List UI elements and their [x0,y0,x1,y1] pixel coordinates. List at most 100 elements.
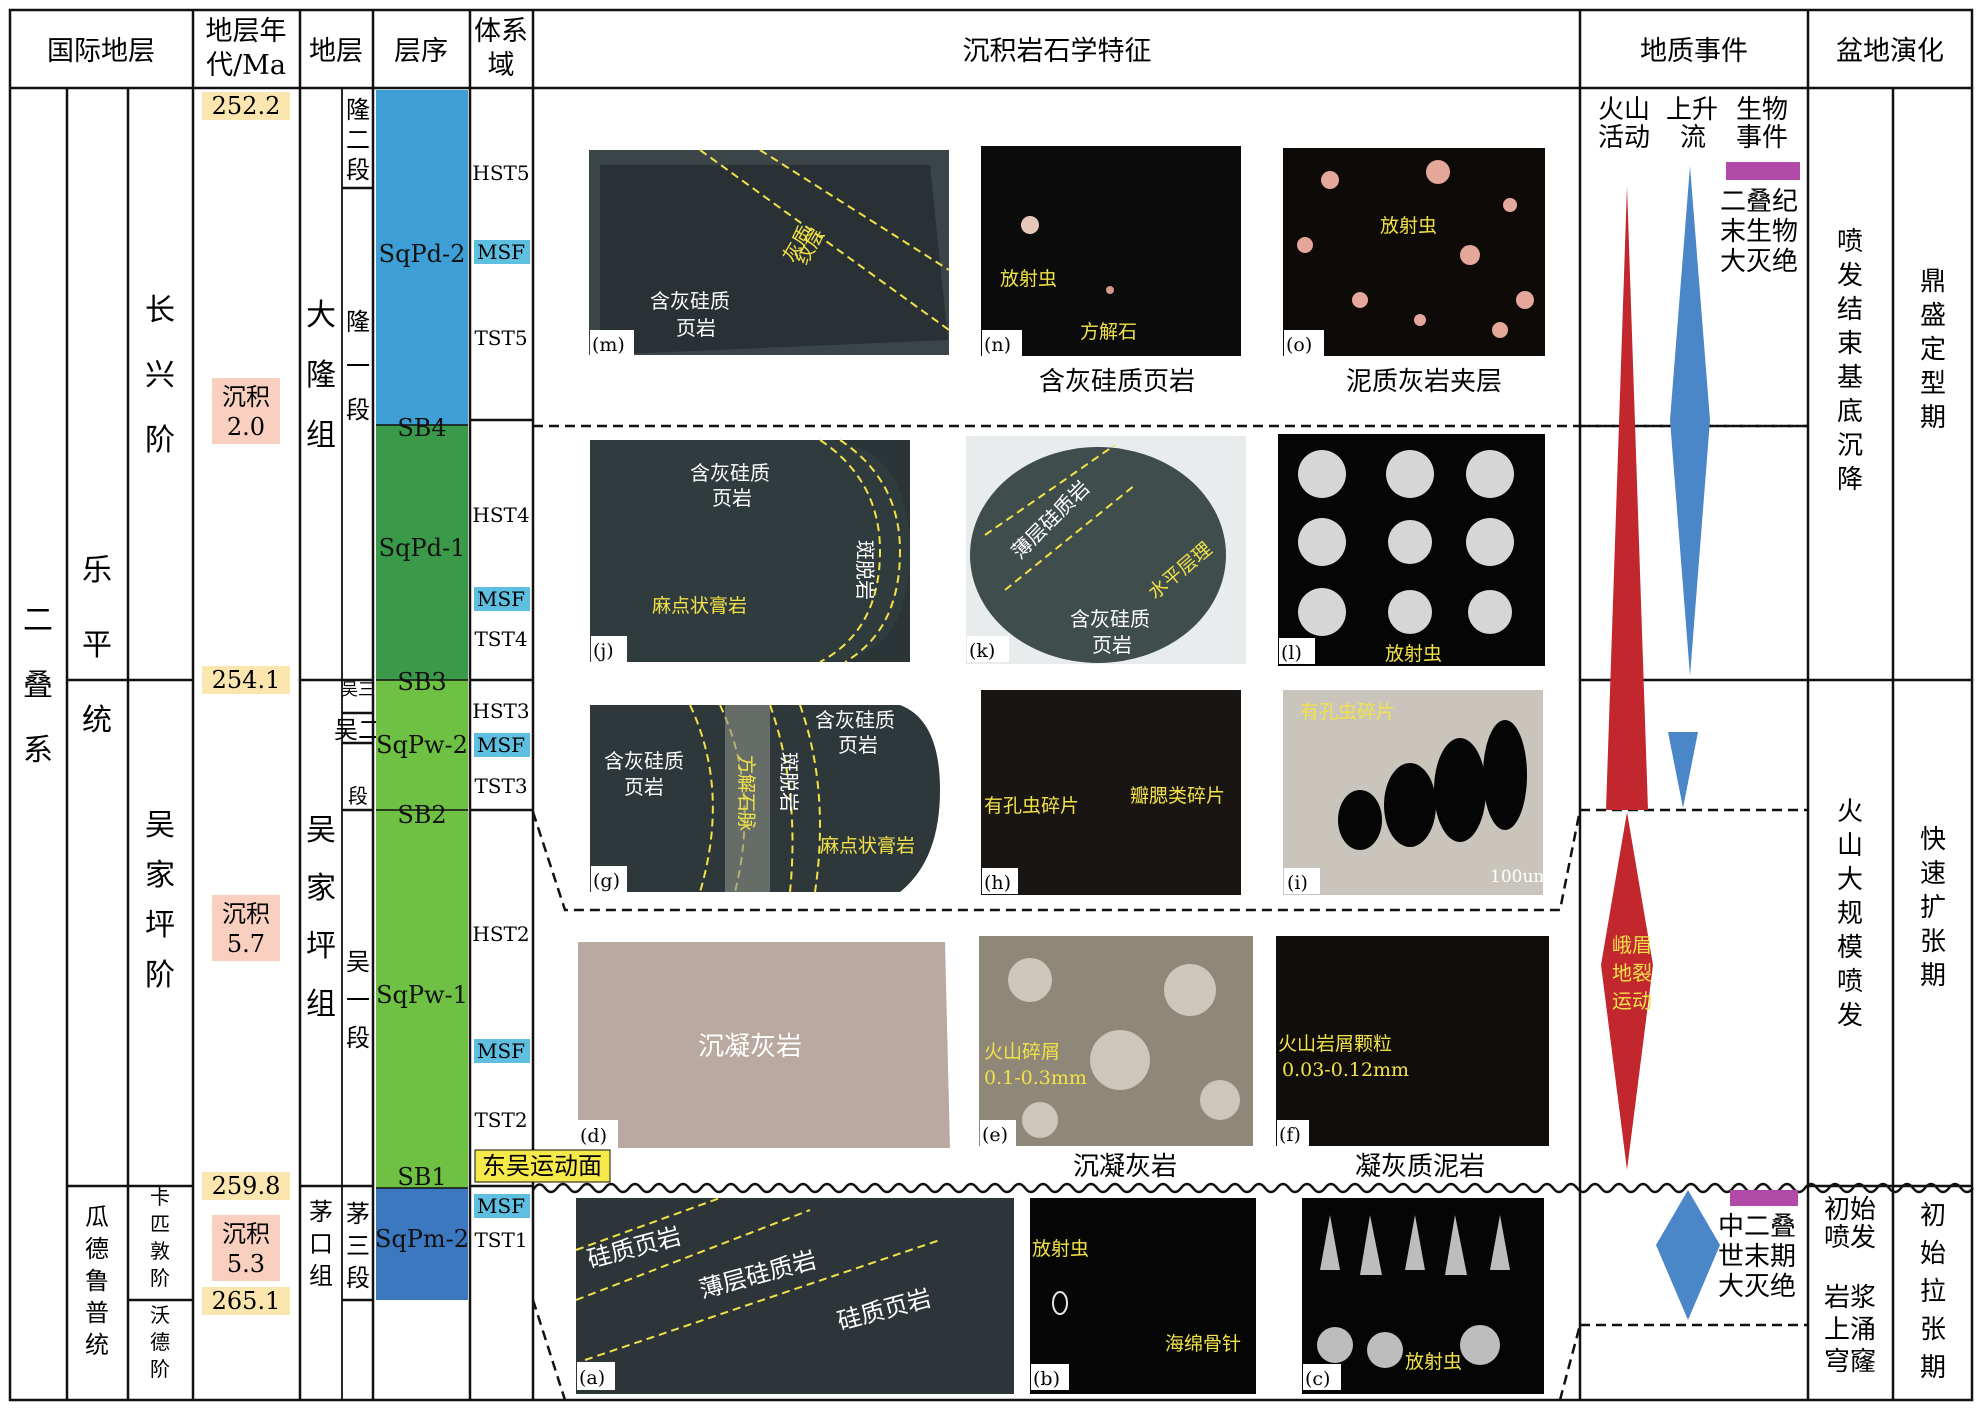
photo-l-t1: 放射虫 [1385,643,1442,665]
photo-o-id: (o) [1286,334,1312,356]
basin-stage1: 鼎盛定型期 [1920,267,1946,433]
photo-j-t4: 麻点状膏岩 [652,594,747,617]
photo-g-t5: 含灰硅质 [815,708,895,732]
tract-hst4: HST4 [472,503,529,527]
header-tract-1: 体系 [474,16,528,47]
seq-block-pw1 [376,810,468,1188]
age-252: 252.2 [212,92,281,120]
basin-stage3: 初始拉张期 [1920,1201,1946,1383]
tract-tst5: TST5 [474,326,527,350]
system-label: 二叠系 [23,603,53,768]
photo-e-id: (e) [982,1124,1008,1146]
header-basin: 盆地演化 [1836,36,1944,67]
dur1-label: 沉积 [222,383,270,411]
basin-volc2: 火山大规模喷发 [1837,797,1863,1031]
upwelling-diamond [1670,166,1710,676]
photo-h-t1: 有孔虫碎片 [984,795,1079,817]
basin-stage2: 快速扩张期 [1920,825,1946,991]
photo-m-t3: 含灰硅质 [650,289,730,313]
photo-b-id: (b) [1033,1368,1060,1390]
photo-i: 有孔虫碎片 100um (i) [1283,690,1550,895]
seq-block-pd2 [376,90,468,425]
photo-g-t3: 方解石脉 [735,755,757,831]
volcano-wedge-upper [1606,186,1648,810]
basin-volc3b-3: 穹窿 [1824,1347,1876,1377]
photo-e-t1: 火山碎屑 [984,1041,1060,1063]
formation-maokou: 茅口组 [309,1198,333,1290]
events-column: 火山 活动 上升 流 生物 事件 二叠纪 末生物 大灭绝 峨眉 地裂 运动 中二… [1598,95,1800,1320]
seq-sb4: SB4 [397,414,446,442]
member-long1: 隆一段 [346,308,370,424]
basin-volc3b-2: 上涌 [1824,1315,1876,1345]
member-wu3: 吴三 [341,680,375,700]
upwelling-diamond-lower [1656,1190,1720,1320]
dur3-value: 5.3 [227,1250,265,1278]
stage-changxing: 长兴阶 [145,293,175,458]
photo-l-id: (l) [1281,642,1302,664]
extinction2-1: 中二叠 [1718,1212,1796,1242]
event-volcano-1: 火山 [1598,95,1650,125]
photo-n-id: (n) [984,334,1011,356]
photo-d-t1: 沉凝灰岩 [698,1032,802,1062]
formation-wujiaping: 吴家坪组 [306,813,336,1022]
strata-column: 大隆组 吴家坪组 茅口组 隆二段 隆一段 吴三 吴二 段 吴一段 茅三段 [306,96,382,1292]
photo-f: 火山岩屑颗粒 0.03-0.12mm (f) [1276,936,1549,1146]
upwelling-triangle [1668,732,1698,808]
tract-tst1: TST1 [474,1228,527,1252]
photo-g-t1: 含灰硅质 [604,749,684,773]
header-strata: 地层 [309,36,363,67]
photo-i-foram [1338,720,1527,850]
seq-sb3: SB3 [397,668,446,696]
caption-no: 含灰硅质页岩 [1039,367,1195,397]
header-age-1: 地层年 [206,16,287,47]
photo-k-t3: 含灰硅质 [1070,607,1150,631]
dongwu-surface: 东吴运动面 [482,1152,602,1180]
member-mao3: 茅三段 [346,1200,370,1292]
tract-msf1: MSF [477,240,525,264]
bio-bar-bottom [1730,1190,1798,1206]
photo-k: 薄层硅质岩 水平层理 含灰硅质 页岩 (k) [966,436,1246,664]
photo-panels: 灰质 纹层 含灰硅质 页岩 (m) 放射虫 方解石 (n) 放射虫 [575,146,1550,1394]
photo-j-id: (j) [593,640,614,662]
member-wu2: 吴二 [334,716,382,744]
emei-2: 地裂 [1612,961,1652,985]
photo-c-t1: 放射虫 [1405,1351,1462,1373]
photo-g-t2: 页岩 [624,775,664,799]
event-upwell-2: 流 [1680,123,1706,153]
formation-dalong: 大隆组 [306,298,336,453]
photo-k-t4: 页岩 [1092,633,1132,657]
tract-msf5: MSF [477,1194,525,1218]
photo-i-t1: 有孔虫碎片 [1300,701,1395,723]
seq-sb1: SB1 [397,1163,446,1191]
event-bio-1: 生物 [1736,95,1788,125]
photo-f-t2: 0.03-0.12mm [1282,1059,1409,1081]
photo-d-id: (d) [580,1125,607,1147]
photo-l: 放射虫 (l) [1278,434,1545,666]
stage-capitanian: 卡匹敦阶 [150,1185,170,1290]
photo-f-t1: 火山岩屑颗粒 [1278,1033,1392,1055]
tract-msf4: MSF [477,1039,525,1063]
member-long2: 隆二段 [346,96,370,184]
tract-msf3: MSF [477,733,525,757]
photo-l-radiolaria [1298,450,1514,636]
sequence-column: SqPd-2 SqPd-1 SqPw-2 SqPw-1 SqPm-2 SB4 S… [375,90,469,1300]
intl-strata-column: 二叠系 乐平统 瓜德鲁普统 长兴阶 吴家坪阶 卡匹敦阶 沃德阶 [23,293,175,1381]
dur3-label: 沉积 [222,1220,270,1248]
photo-j-t2: 页岩 [712,486,752,510]
caption-ee: 沉凝灰岩 [1073,1152,1177,1182]
basin-volc3a-1: 初始 [1824,1195,1876,1225]
table-frame [8,8,1974,1402]
member-wu2-tail: 段 [348,784,368,808]
event-bio-2: 事件 [1736,123,1788,153]
extinction1-3: 大灭绝 [1720,247,1798,277]
photo-g-t7: 麻点状膏岩 [820,834,915,857]
photo-e-t2: 0.1-0.3mm [984,1067,1087,1089]
basin-volc3a-2: 喷发 [1824,1223,1876,1253]
photo-f-id: (f) [1279,1124,1301,1146]
photo-i-scale: 100um [1490,867,1550,887]
seq-sqpw2: SqPw-2 [376,731,468,759]
seq-sqpm2: SqPm-2 [375,1225,469,1253]
header-tract-2: 域 [488,50,515,81]
basin-volc1: 喷发结束基底沉降 [1837,227,1863,495]
series-lower-label: 瓜德鲁普统 [85,1203,109,1359]
